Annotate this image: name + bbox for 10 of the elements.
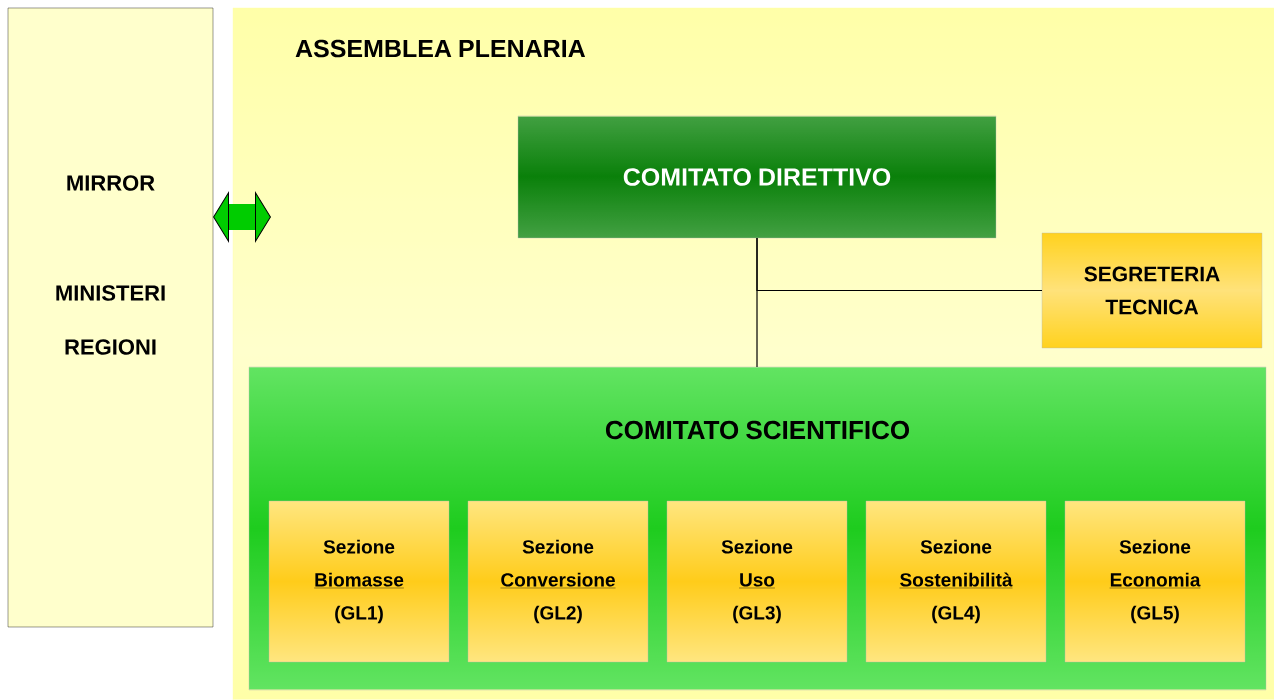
connector-line <box>756 237 1043 292</box>
section-box: Sezione Biomasse (GL1) <box>268 500 450 663</box>
panel: MIRROR MINISTERI REGIONI <box>7 7 214 628</box>
process-box: COMITATO DIRETTIVO <box>517 115 997 239</box>
double-arrow <box>213 192 271 242</box>
section-box: Sezione Conversione (GL2) <box>467 500 649 663</box>
section-box: Sezione Sostenibilità (GL4) <box>865 500 1047 663</box>
section-box: Sezione Economia (GL5) <box>1064 500 1246 663</box>
section-box: Sezione Uso (GL3) <box>666 500 848 663</box>
process-box: SEGRETERIA TECNICA <box>1041 232 1263 349</box>
